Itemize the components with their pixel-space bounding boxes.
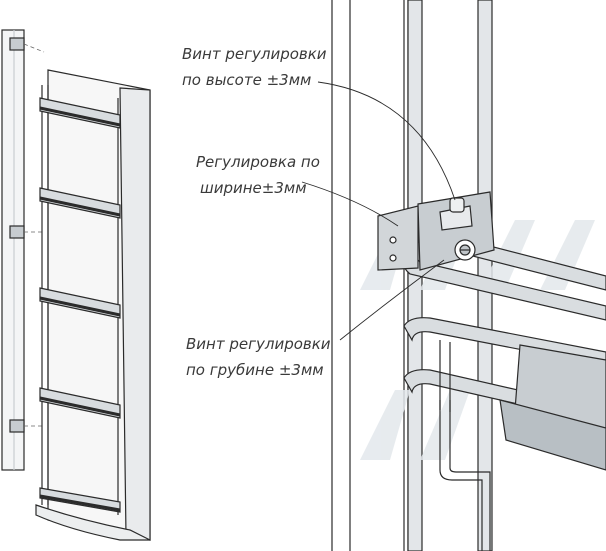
- mounting-bracket: [377, 191, 495, 271]
- basket-shelves: [39, 97, 121, 513]
- height-adjust-screw: [449, 197, 465, 213]
- basket-shelf-1: [39, 97, 121, 129]
- basket-shelf-3: [39, 287, 121, 319]
- basket-hook: [439, 400, 491, 551]
- door-mount-brackets: [9, 37, 25, 433]
- cabinet-assembly: [1, 29, 151, 541]
- height-callout-line1: Винт регулировки: [182, 45, 327, 63]
- detail-view: [301, 0, 606, 551]
- width-callout-line1: Регулировка по: [196, 153, 320, 171]
- width-callout-label: Регулировка по ширине±3мм: [196, 152, 320, 198]
- depth-adjust-screw: [454, 239, 476, 261]
- depth-callout-line1: Винт регулировки: [186, 335, 331, 353]
- assembly-guide-lines: [23, 43, 45, 427]
- callout-leaders: [301, 81, 456, 341]
- width-callout-line2: ширине±3мм: [200, 179, 307, 197]
- basket-shelf-2: [39, 187, 121, 219]
- height-callout-label: Винт регулировки по высоте ±3мм: [182, 44, 327, 90]
- basket-shelf-5: [39, 487, 121, 513]
- door-panel: [1, 29, 25, 471]
- height-callout-line2: по высоте ±3мм: [182, 71, 312, 89]
- width-callout-leader: [301, 181, 399, 227]
- height-callout-leader: [317, 81, 456, 201]
- depth-callout-leader: [339, 259, 445, 341]
- depth-callout-line2: по грубине ±3мм: [186, 361, 324, 379]
- depth-callout-label: Винт регулировки по грубине ±3мм: [186, 334, 331, 380]
- lower-basket: [403, 317, 606, 471]
- basket-shelf-4: [39, 387, 121, 419]
